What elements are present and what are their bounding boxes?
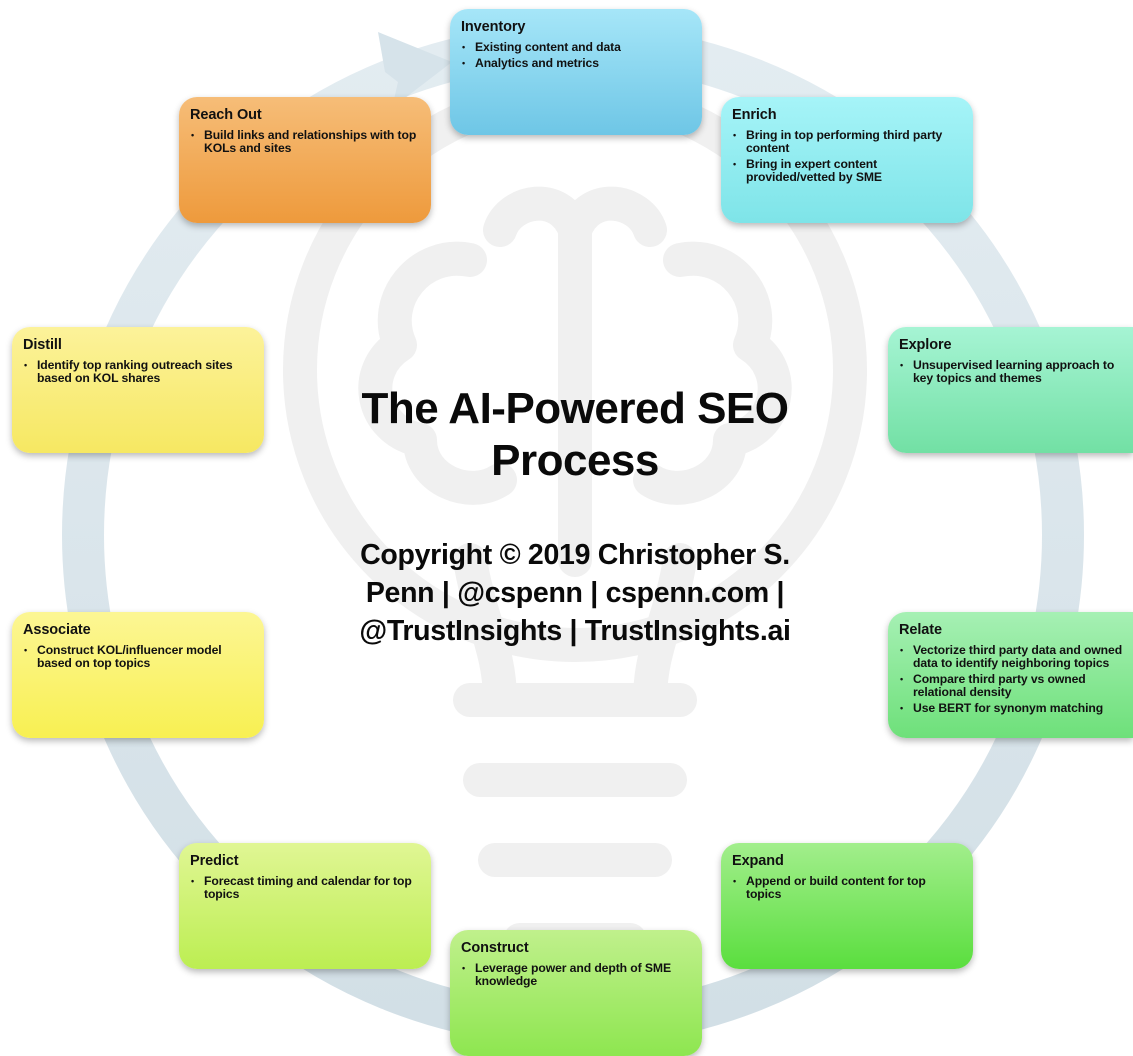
step-card-inventory: Inventory Existing content and data Anal… [450, 9, 702, 135]
step-card-construct: Construct Leverage power and depth of SM… [450, 930, 702, 1056]
step-bullet: Existing content and data [461, 41, 692, 55]
step-card-expand: Expand Append or build content for top t… [721, 843, 973, 969]
step-bullets: Identify top ranking outreach sites base… [23, 359, 254, 385]
step-bullet: Vectorize third party data and owned dat… [899, 644, 1123, 670]
step-bullets: Unsupervised learning approach to key to… [899, 359, 1123, 385]
step-bullets: Existing content and data Analytics and … [461, 41, 692, 71]
step-bullet: Use BERT for synonym matching [899, 702, 1123, 716]
step-title: Expand [732, 853, 784, 869]
step-title: Construct [461, 940, 529, 956]
step-card-distill: Distill Identify top ranking outreach si… [12, 327, 264, 453]
step-card-associate: Associate Construct KOL/influencer model… [12, 612, 264, 738]
step-card-relate: Relate Vectorize third party data and ow… [888, 612, 1133, 738]
diagram-title: The AI-Powered SEO Process [361, 384, 789, 485]
step-title: Reach Out [190, 107, 262, 123]
step-title: Predict [190, 853, 239, 869]
step-bullets: Forecast timing and calendar for top top… [190, 875, 421, 901]
step-title: Enrich [732, 107, 777, 123]
step-card-explore: Explore Unsupervised learning approach t… [888, 327, 1133, 453]
step-bullet: Analytics and metrics [461, 57, 692, 71]
step-title: Inventory [461, 19, 526, 35]
step-bullet: Append or build content for top topics [732, 875, 963, 901]
step-title: Associate [23, 622, 91, 638]
step-title: Explore [899, 337, 952, 353]
step-card-reach-out: Reach Out Build links and relationships … [179, 97, 431, 223]
step-card-predict: Predict Forecast timing and calendar for… [179, 843, 431, 969]
cycle-arrowhead [378, 32, 452, 108]
step-bullet: Bring in expert content provided/vetted … [732, 158, 963, 184]
step-bullets: Vectorize third party data and owned dat… [899, 644, 1123, 716]
step-bullets: Construct KOL/influencer model based on … [23, 644, 254, 670]
step-bullet: Forecast timing and calendar for top top… [190, 875, 421, 901]
step-bullet: Leverage power and depth of SME knowledg… [461, 962, 692, 988]
step-bullets: Append or build content for top topics [732, 875, 963, 901]
step-bullets: Build links and relationships with top K… [190, 129, 421, 155]
step-bullet: Unsupervised learning approach to key to… [899, 359, 1123, 385]
copyright-notice: Copyright © 2019 Christopher S. Penn | @… [359, 539, 791, 647]
step-bullets: Leverage power and depth of SME knowledg… [461, 962, 692, 988]
step-bullet: Identify top ranking outreach sites base… [23, 359, 254, 385]
step-bullet: Compare third party vs owned relational … [899, 673, 1123, 699]
step-title: Relate [899, 622, 942, 638]
step-card-enrich: Enrich Bring in top performing third par… [721, 97, 973, 223]
step-bullet: Build links and relationships with top K… [190, 129, 421, 155]
step-bullet: Construct KOL/influencer model based on … [23, 644, 254, 670]
step-bullet: Bring in top performing third party cont… [732, 129, 963, 155]
step-title: Distill [23, 337, 62, 353]
step-bullets: Bring in top performing third party cont… [732, 129, 963, 184]
